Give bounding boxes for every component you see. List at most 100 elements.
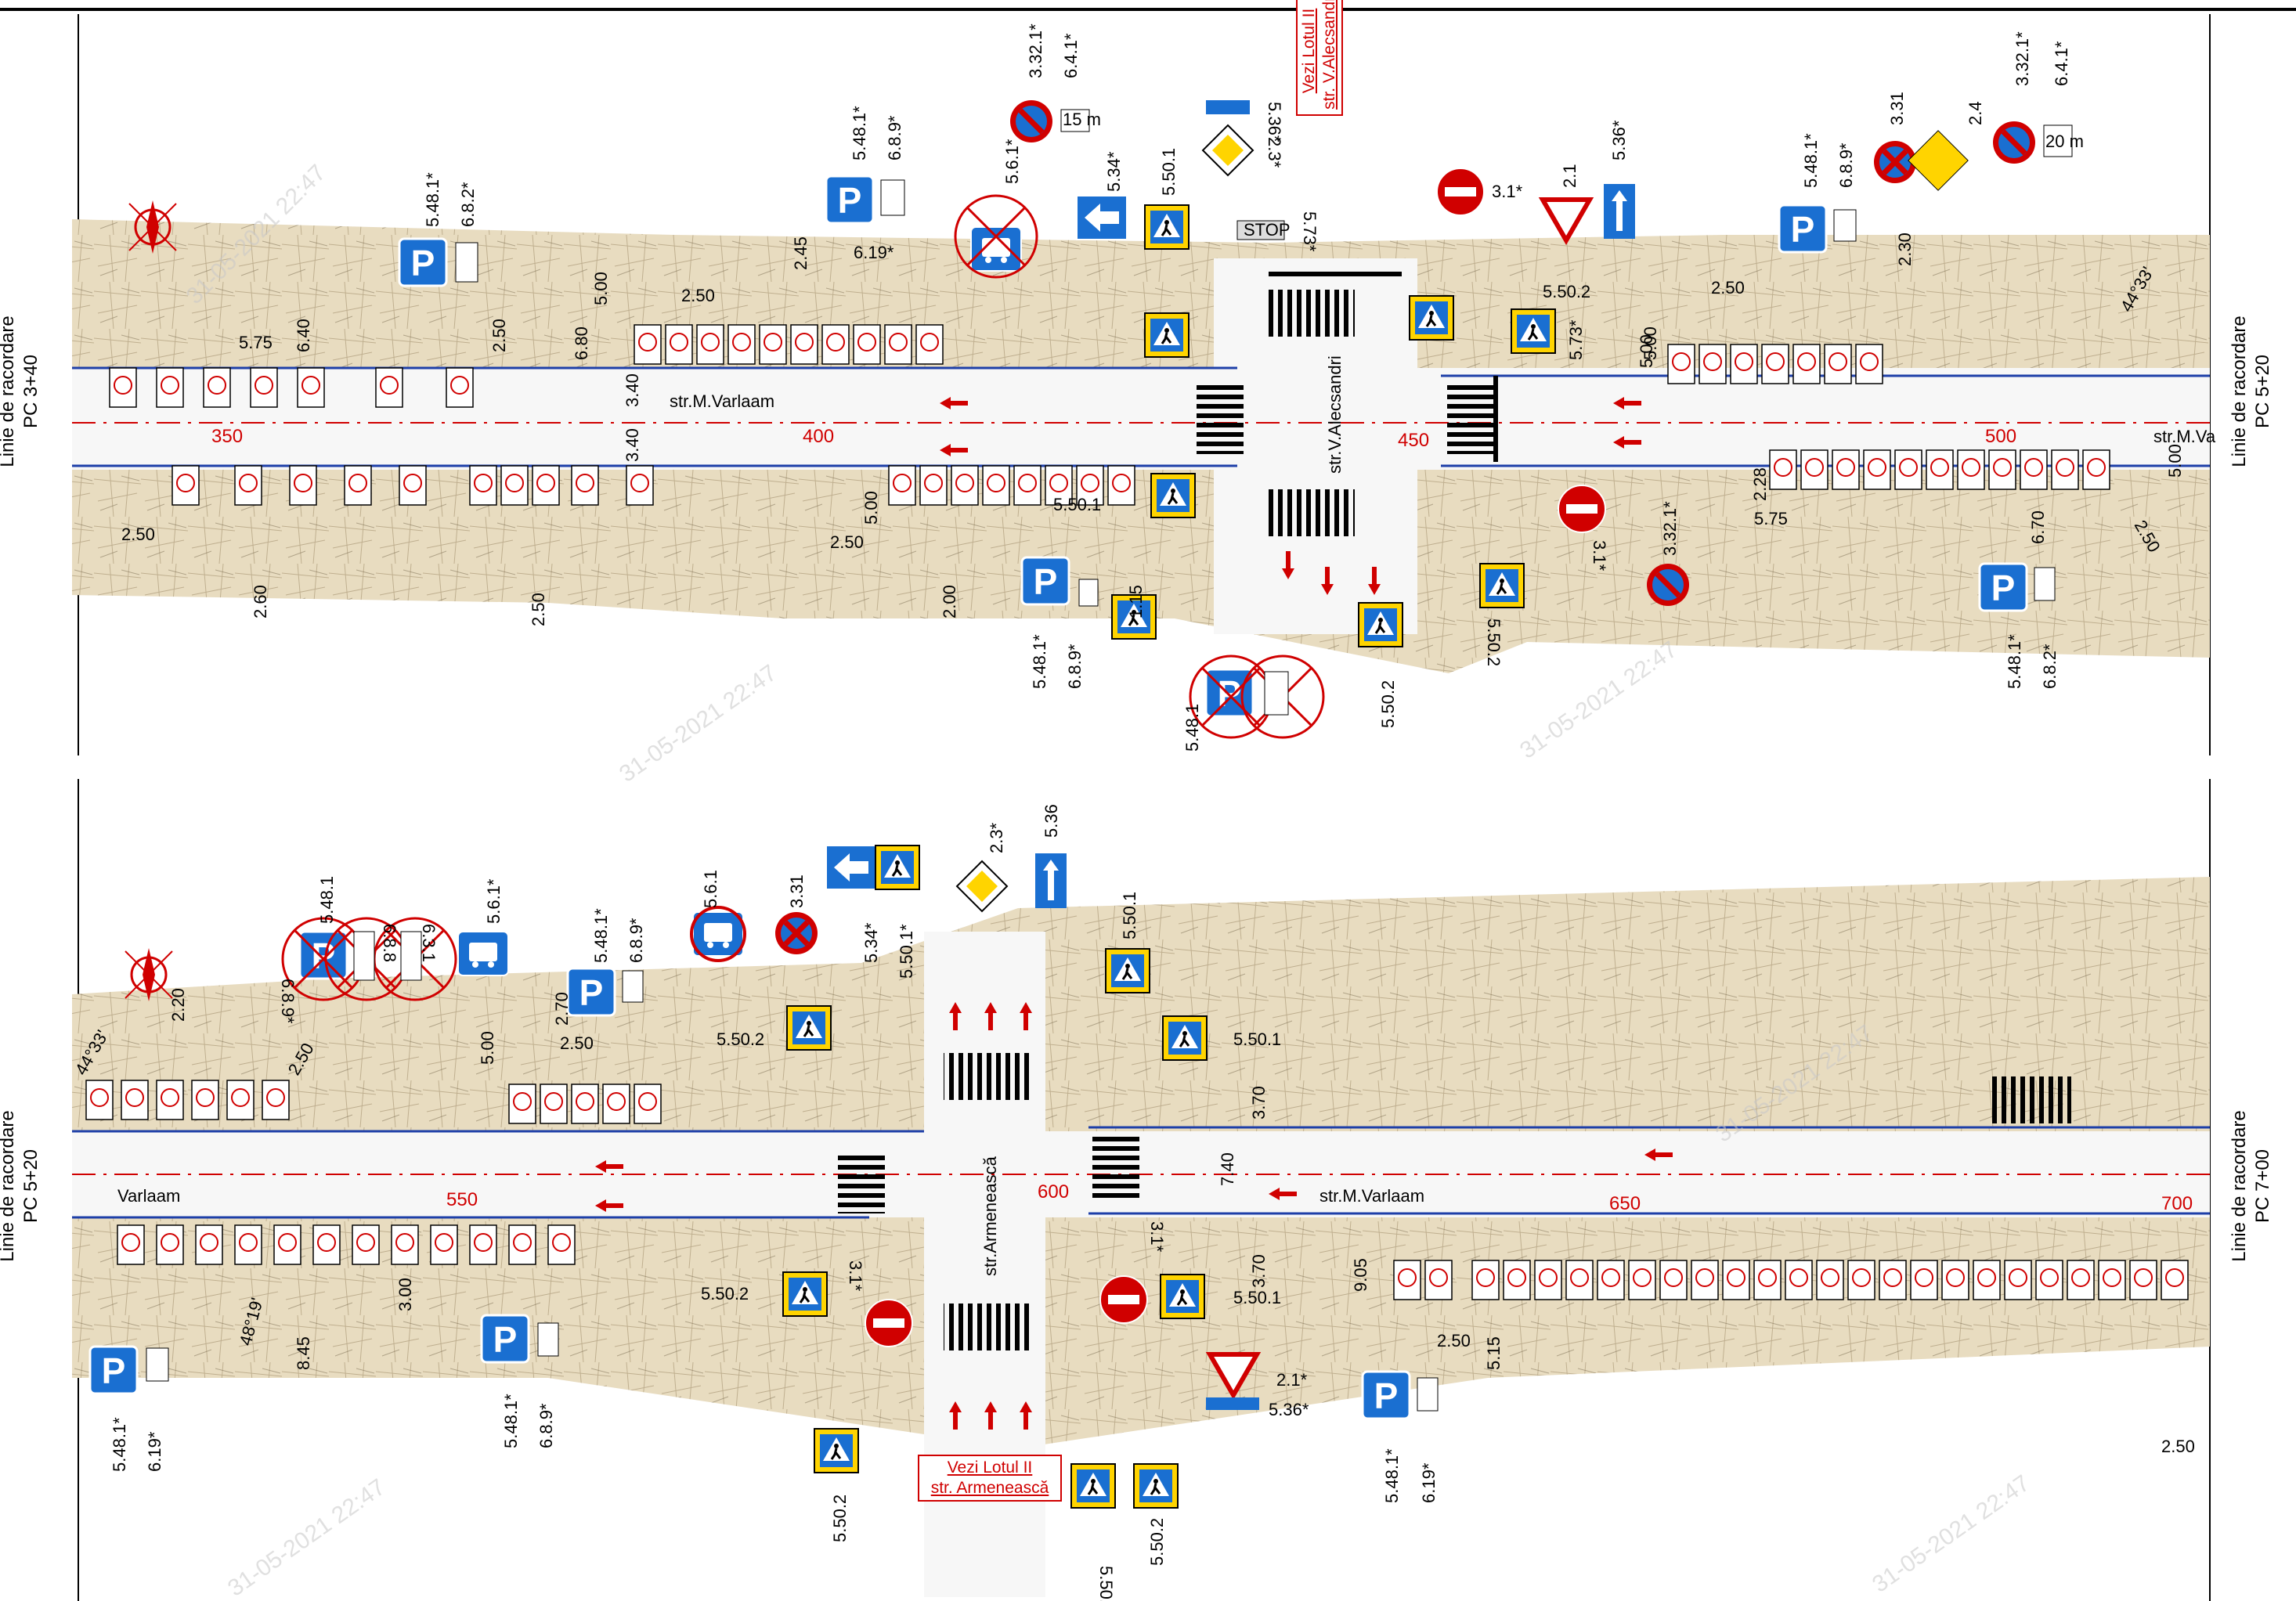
svg-text:6.4.1*: 6.4.1* <box>2052 41 2071 86</box>
svg-text:5.50.2: 5.50.2 <box>701 1284 749 1304</box>
svg-text:2.50: 2.50 <box>121 525 155 544</box>
svg-text:2.50: 2.50 <box>681 286 715 305</box>
svg-text:5.48.1*: 5.48.1* <box>2005 634 2024 689</box>
sign-noentry-3-1-bottom-east: 3.1* 5.50.1 2.1* 5.36* <box>1099 1221 1309 1419</box>
svg-text:2.1: 2.1 <box>1560 164 1579 188</box>
panel-top: str.M.Varlaam str.M.Va str.V.Alecsandri … <box>72 14 2216 755</box>
svg-text:5.50.2: 5.50.2 <box>717 1029 764 1049</box>
svg-text:3.00: 3.00 <box>395 1278 415 1311</box>
svg-text:5.48.1*: 5.48.1* <box>110 1417 129 1472</box>
crosswalk-west <box>1197 384 1244 454</box>
sign-bus-5-6-1-bottom: 5.6.1* <box>457 878 509 976</box>
svg-text:5.34*: 5.34* <box>861 922 881 963</box>
svg-text:5.50.1: 5.50.1 <box>1159 148 1179 196</box>
sign-bus-crossed-5-6-1-bottom: 5.6.1 3.31 <box>690 870 818 962</box>
svg-text:2.00: 2.00 <box>940 585 959 618</box>
svg-text:6.4.1*: 6.4.1* <box>1061 33 1081 78</box>
sign-parking-crossed-5-48-1: 5.48.1 <box>1182 654 1325 752</box>
svg-text:5.00: 5.00 <box>591 272 611 305</box>
sign-priority-2-3-bottom: 2.3* 5.36 <box>956 804 1067 912</box>
crosswalk-south <box>1269 489 1355 536</box>
chainage-700: 700 <box>2161 1193 2193 1214</box>
svg-text:3.32.1*: 3.32.1* <box>1026 23 1045 78</box>
svg-text:6.8.9*: 6.8.9* <box>1836 142 1856 188</box>
svg-text:5.48.1*: 5.48.1* <box>1382 1448 1402 1503</box>
lane-arrows-bottom <box>595 1002 1673 1430</box>
sign-ped-5-50-1-north: 5.50.1 <box>1143 148 1190 359</box>
svg-text:5.50.2: 5.50.2 <box>1378 680 1398 728</box>
svg-text:3.70: 3.70 <box>1249 1086 1269 1120</box>
sign-nostop-3-32-1-a: 15 m 3.32.1* 6.4.1* <box>1010 23 1101 142</box>
svg-text:5.50.2: 5.50.2 <box>1484 618 1504 666</box>
sign-priority-2-3: 5.36* 2.3* STOP 5.73* <box>1202 100 1319 252</box>
svg-text:2.50: 2.50 <box>489 319 509 352</box>
chainage-500: 500 <box>1985 426 2016 447</box>
svg-text:5.00: 5.00 <box>2165 444 2185 478</box>
svg-text:5.00: 5.00 <box>1641 326 1660 360</box>
svg-text:3.40: 3.40 <box>623 373 642 407</box>
svg-text:31-05-2021 22:47: 31-05-2021 22:47 <box>615 660 782 788</box>
sign-parking-5-48-1-b: 5.48.1* 6.8.9* 6.19* <box>825 106 905 262</box>
sign-noparking-3-31: 3.31 2.4 20 m 3.32.1* 6.4.1* <box>1874 31 2084 191</box>
sign-yield-2-1: 2.1 5.36* <box>1543 120 1635 240</box>
svg-text:5.75: 5.75 <box>1754 509 1788 528</box>
parking-row-top-south-left <box>171 465 654 506</box>
svg-text:5.00: 5.00 <box>861 491 881 525</box>
sign-parking-5-48-1-bottom-c: 5.48.1* 6.8.9* <box>480 1314 559 1448</box>
street-label-armeneasca: str.Armenească <box>980 1156 1000 1276</box>
sign-noentry-3-1-north: 3.1* <box>1436 168 1523 216</box>
svg-text:2.28: 2.28 <box>1750 467 1770 501</box>
svg-text:31-05-2021 22:47: 31-05-2021 22:47 <box>1868 1470 2034 1598</box>
svg-text:2.50: 2.50 <box>1437 1331 1471 1350</box>
lane-arrows-top <box>940 397 1641 595</box>
svg-text:5.00: 5.00 <box>1637 334 1656 368</box>
chainage-400: 400 <box>803 426 834 447</box>
svg-text:2.50: 2.50 <box>2161 1437 2195 1456</box>
svg-text:5.50.1: 5.50.1 <box>1053 495 1101 514</box>
svg-text:5.50.1*: 5.50.1* <box>897 924 916 979</box>
street-label-v-alecsandri: str.V.Alecsandri <box>1325 355 1345 474</box>
svg-text:5.48.1*: 5.48.1* <box>501 1394 521 1448</box>
svg-text:6.8.9*: 6.8.9* <box>1065 644 1085 689</box>
svg-text:2.50: 2.50 <box>830 532 864 552</box>
svg-text:5.50.2: 5.50.2 <box>1147 1518 1167 1566</box>
chainage-600: 600 <box>1038 1181 1069 1203</box>
svg-text:6.19*: 6.19* <box>1419 1462 1439 1503</box>
svg-text:5.34*: 5.34* <box>1104 151 1124 192</box>
street-label-varlaam-left: Varlaam <box>117 1186 180 1206</box>
sign-parking-5-48-1-a: 5.48.1* 6.8.2* <box>398 172 478 287</box>
crosswalk-bottom-west <box>838 1151 885 1213</box>
svg-text:5.50.2: 5.50.2 <box>1543 282 1590 301</box>
svg-text:2.20: 2.20 <box>168 988 188 1022</box>
svg-text:3.70: 3.70 <box>1249 1254 1269 1288</box>
svg-text:2.4: 2.4 <box>1966 101 1985 125</box>
svg-text:7.40: 7.40 <box>1218 1152 1237 1186</box>
sign-parking-5-48-1-bottom-d: 5.48.1* 6.19* <box>1361 1370 1439 1503</box>
svg-text:3.31: 3.31 <box>1887 92 1907 125</box>
svg-text:5.48.1*: 5.48.1* <box>423 172 442 227</box>
svg-text:6.8.8: 6.8.8 <box>380 924 399 962</box>
parking-row-bottom-south-right <box>1393 1260 2189 1300</box>
svg-text:2.50: 2.50 <box>1711 278 1745 297</box>
svg-text:5.36*: 5.36* <box>1609 120 1629 160</box>
svg-text:2.30: 2.30 <box>1895 233 1915 266</box>
svg-text:6.19*: 6.19* <box>854 243 894 262</box>
svg-text:5.36*: 5.36* <box>1265 102 1284 142</box>
svg-text:6.8.9*: 6.8.9* <box>278 979 298 1024</box>
svg-text:5.50.1: 5.50.1 <box>1096 1566 1116 1601</box>
svg-text:STOP: STOP <box>1244 220 1291 240</box>
svg-text:6.3.1: 6.3.1 <box>419 924 439 962</box>
sign-ped-pair-bottom-south: 5.50.1 5.50.2 <box>1070 1462 1179 1601</box>
svg-text:6.40: 6.40 <box>294 319 313 352</box>
svg-text:2.50: 2.50 <box>560 1033 594 1053</box>
sign-parking-5-48-1-bottom-a: 5.48.1* 6.8.9* <box>566 908 646 1017</box>
svg-text:5.73*: 5.73* <box>1300 211 1319 252</box>
dimensions-bottom: 2.20 2.50 2.70 5.00 2.50 3.70 7.40 3.70 … <box>71 988 2195 1456</box>
svg-text:3.40: 3.40 <box>623 428 642 462</box>
svg-text:6.8.2*: 6.8.2* <box>458 182 478 227</box>
crosswalk-bottom-south <box>944 1304 1030 1350</box>
crosswalk-bottom-east <box>1092 1135 1139 1198</box>
sign-noentry-3-1-south: 3.1* 3.32.1* <box>1558 485 1689 606</box>
